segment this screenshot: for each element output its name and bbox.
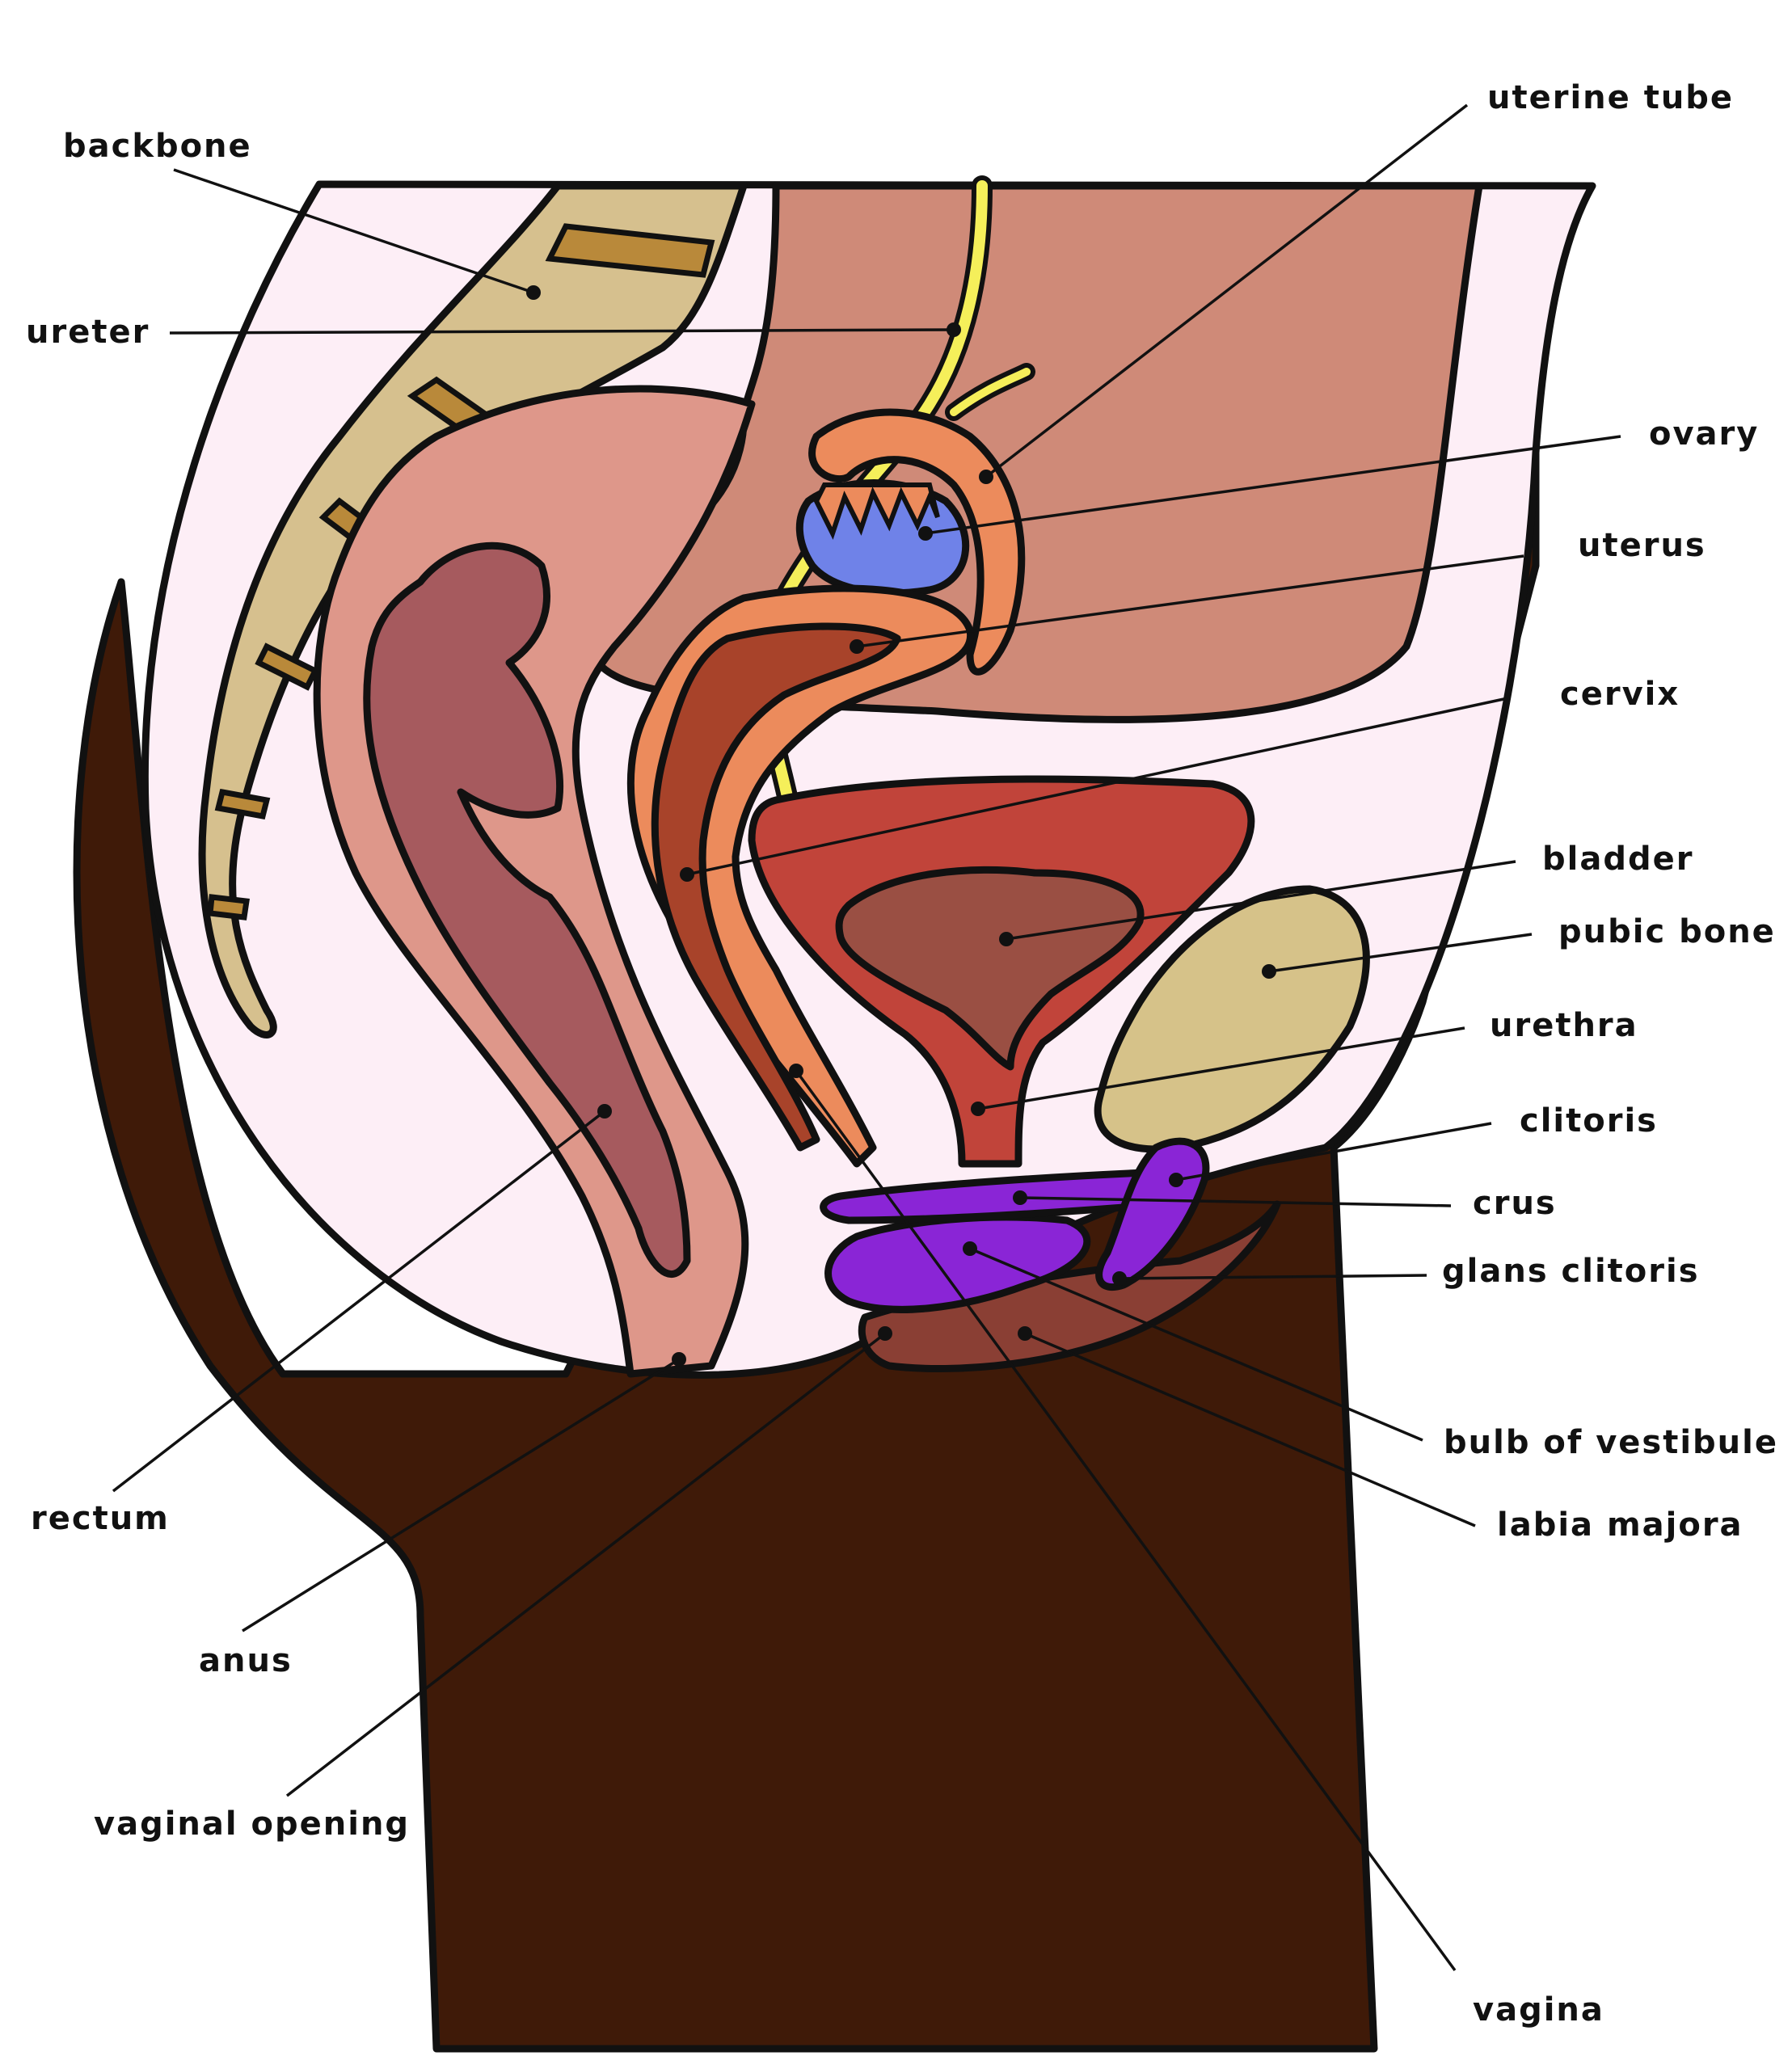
dot-clitoris xyxy=(1169,1173,1183,1187)
label-uterine-tube: uterine tube xyxy=(1487,79,1734,116)
leader-glans-clitoris xyxy=(1119,1274,1427,1280)
labia-shape xyxy=(858,1200,1281,1372)
dot-vaginal-opening xyxy=(878,1326,892,1341)
uterine-tube-shape xyxy=(808,408,1026,676)
bladder-inner xyxy=(835,866,1145,1071)
label-glans-clitoris: glans clitoris xyxy=(1442,1253,1700,1290)
leader-rectum xyxy=(112,1110,606,1493)
label-urethra: urethra xyxy=(1490,1007,1638,1044)
label-pubic-bone: pubic bone xyxy=(1558,913,1776,950)
leader-ovary xyxy=(925,435,1621,535)
leader-backbone xyxy=(173,168,534,294)
dot-vagina xyxy=(789,1064,803,1078)
label-ovary: ovary xyxy=(1649,415,1759,453)
dot-cervix xyxy=(680,867,694,882)
label-anus: anus xyxy=(199,1642,293,1679)
dot-glans-clitoris xyxy=(1112,1271,1127,1286)
leader-crus xyxy=(1019,1196,1452,1207)
leader-bladder xyxy=(1006,860,1516,941)
dot-uterine-tube xyxy=(979,470,993,484)
label-uterus: uterus xyxy=(1578,527,1706,564)
label-vagina: vagina xyxy=(1473,1991,1604,2029)
leader-vaginal-opening xyxy=(285,1332,887,1797)
dot-anus xyxy=(672,1352,686,1367)
uterus-group xyxy=(626,584,975,1168)
dot-rectum xyxy=(597,1104,612,1119)
leader-labia-majora xyxy=(1024,1332,1476,1527)
dot-urethra xyxy=(971,1102,985,1116)
leader-anus xyxy=(242,1358,680,1633)
rectum-inner xyxy=(363,541,691,1278)
leader-bulb-of-vestibule xyxy=(969,1247,1423,1442)
leader-ureter xyxy=(169,328,955,335)
label-cervix: cervix xyxy=(1560,676,1680,713)
leader-clitoris xyxy=(1175,1122,1492,1182)
leader-uterus xyxy=(856,554,1524,648)
label-vaginal-opening: vaginal opening xyxy=(94,1805,410,1843)
dot-ovary xyxy=(918,526,933,541)
label-bulb-of-vestibule: bulb of vestibule xyxy=(1444,1424,1778,1461)
leader-urethra xyxy=(977,1026,1465,1110)
label-clitoris: clitoris xyxy=(1520,1102,1658,1140)
dot-backbone xyxy=(526,285,541,300)
leader-pubic-bone xyxy=(1268,933,1533,973)
dot-labia-majora xyxy=(1018,1326,1032,1341)
leader-uterine-tube xyxy=(985,103,1469,478)
dot-pubic-bone xyxy=(1262,964,1276,979)
label-rectum: rectum xyxy=(31,1500,170,1537)
dot-crus xyxy=(1013,1190,1027,1205)
dot-bulb-of-vestibule xyxy=(963,1241,977,1256)
pubic-bone-shape xyxy=(1094,885,1370,1153)
leader-cervix xyxy=(686,697,1508,876)
dot-ureter xyxy=(947,322,961,337)
ovary-fimbriae xyxy=(813,482,940,540)
label-bladder: bladder xyxy=(1542,841,1693,878)
label-crus: crus xyxy=(1473,1185,1557,1222)
intestine-group xyxy=(313,385,756,1378)
dot-uterus xyxy=(850,639,864,654)
leader-lines xyxy=(112,103,1621,1972)
label-labia-majora: labia majora xyxy=(1497,1506,1744,1544)
leader-vagina xyxy=(795,1069,1457,1972)
label-backbone: backbone xyxy=(63,128,252,165)
label-ureter: ureter xyxy=(26,314,150,351)
text-labels: backbone ureter uterine tube ovary uteru… xyxy=(26,79,1778,2029)
dot-bladder xyxy=(999,932,1014,946)
uterus-inner xyxy=(651,622,901,1152)
